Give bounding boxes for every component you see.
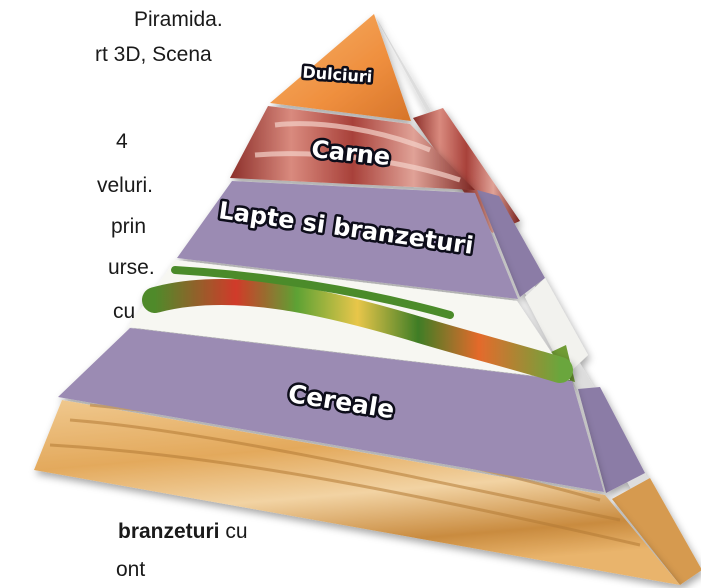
bread-image [34, 400, 680, 585]
cereals-band[interactable] [58, 328, 604, 492]
doc-line-5: prin [111, 215, 147, 238]
doc-line-4: veluri. [97, 174, 154, 197]
doc-line-2: rt 3D, Scena [95, 43, 212, 66]
cereal-side [578, 387, 645, 493]
doc-line-1: Piramida. [134, 8, 223, 31]
sweets-image [270, 14, 411, 121]
doc-bold-word: branzeturi [118, 520, 220, 543]
bread-side [612, 478, 701, 585]
doc-line-8-tail: cu [225, 520, 248, 543]
doc-line-6: urse. [108, 256, 155, 279]
veg-side [525, 278, 588, 376]
doc-line-9: ont [116, 558, 146, 581]
pyramid-right-face [374, 14, 701, 585]
dairy-side [477, 190, 545, 297]
doc-line-3: 4 [116, 130, 128, 153]
doc-line-7: cu [113, 300, 136, 323]
doc-line-8: branzeturi cu [118, 520, 248, 544]
tier-label-carne: Carne [310, 135, 392, 171]
pyramid-front-face [34, 14, 680, 585]
dairy-band[interactable] [177, 181, 518, 299]
